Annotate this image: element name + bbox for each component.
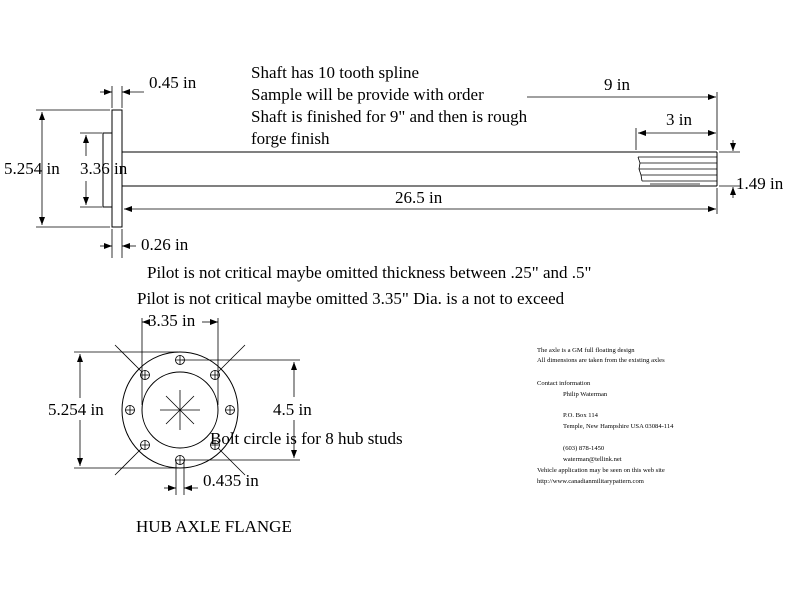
contact-name: Philip Waterman <box>563 391 608 398</box>
flange-outer-circle <box>121 351 239 469</box>
contact-phone: (603) 878-1450 <box>563 445 605 452</box>
bolt-circle-note: Bolt circle is for 8 hub studs <box>210 429 403 448</box>
info-line-2: All dimensions are taken from the existi… <box>537 357 665 364</box>
pilot-note-1: Pilot is not critical maybe omitted thic… <box>147 263 591 282</box>
info-line-1: The axle is a GM full floating design <box>537 347 635 354</box>
shaft-side-view: 0.45 in 5.254 in 3.36 in 0.26 in 9 in 3 … <box>4 63 784 308</box>
dim-finished-length: 9 in <box>604 75 630 94</box>
dim-bolt-circle: 4.5 in <box>273 400 312 419</box>
dim-flange-diameter: 5.254 in <box>4 159 60 178</box>
flange-pilot-circle <box>141 371 219 449</box>
web-url[interactable]: http://www.canadianmilitarypattern.com <box>537 478 645 485</box>
web-note: Vehicle application may be seen on this … <box>537 467 665 474</box>
dim-flange-pilot-diameter: 3.35 in <box>148 311 196 330</box>
shaft-note-4: forge finish <box>251 129 330 148</box>
flange-caption: HUB AXLE FLANGE <box>136 517 292 536</box>
dim-flange-thickness: 0.45 in <box>149 73 197 92</box>
dim-pilot-thickness: 0.26 in <box>141 235 189 254</box>
dim-flange-outer-diameter: 5.254 in <box>48 400 104 419</box>
flange-front-view: 3.35 in 5.254 in 4.5 in 0.435 in Bolt ci… <box>48 311 403 536</box>
spline-teeth <box>637 156 717 185</box>
flange-outline <box>111 109 123 228</box>
pilot-note-2: Pilot is not critical maybe omitted 3.35… <box>137 289 565 308</box>
shaft-note-3: Shaft is finished for 9" and then is rou… <box>251 107 528 126</box>
center-lines <box>114 344 246 476</box>
info-block: The axle is a GM full floating design Al… <box>537 347 674 485</box>
contact-address-1: P.O. Box 114 <box>563 412 599 419</box>
contact-heading: Contact information <box>537 380 591 387</box>
dim-shaft-diameter: 1.49 in <box>736 174 784 193</box>
shaft-note-1: Shaft has 10 tooth spline <box>251 63 419 82</box>
dim-spline-length: 3 in <box>666 110 692 129</box>
dim-hole-diameter: 0.435 in <box>203 471 259 490</box>
shaft-note-2: Sample will be provide with order <box>251 85 484 104</box>
dim-pilot-diameter: 3.36 in <box>80 159 128 178</box>
dim-overall-length: 26.5 in <box>395 188 443 207</box>
contact-email: waterman@tellink.net <box>563 456 622 463</box>
contact-address-2: Temple, New Hampshire USA 03084-114 <box>563 423 674 430</box>
